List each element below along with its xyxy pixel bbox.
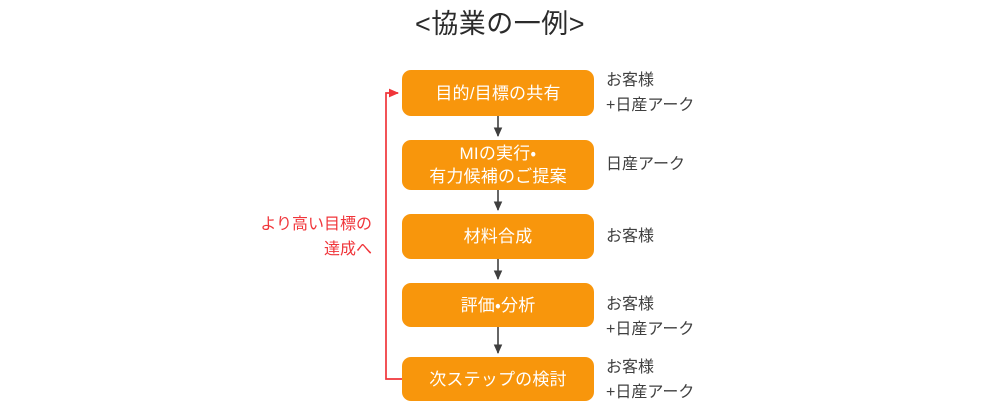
feedback-note: より高い目標の 達成へ — [260, 216, 372, 258]
flow-step-box-3[interactable]: 材料合成 — [402, 214, 594, 259]
flow-step-box-5[interactable]: 次ステップの検討 — [402, 357, 594, 401]
page-title: <協業の一例> — [414, 9, 586, 39]
flow-step-box-4[interactable]: 評価・分析 — [402, 283, 594, 327]
flow-step-box-2[interactable]: MIの実行・ 有力候補のご提案 — [402, 140, 594, 190]
role-label-4: お客様 +日産アーク — [606, 296, 695, 338]
role-label-2: 日産アーク — [606, 156, 686, 173]
role-label-3: お客様 — [606, 228, 655, 245]
role-label-5: お客様 +日産アーク — [606, 359, 695, 401]
flow-step-box-1[interactable]: 目的/目標の共有 — [402, 70, 594, 116]
feedback-loop-arrow-icon — [385, 88, 402, 380]
role-label-1: お客様 +日産アーク — [606, 72, 695, 114]
